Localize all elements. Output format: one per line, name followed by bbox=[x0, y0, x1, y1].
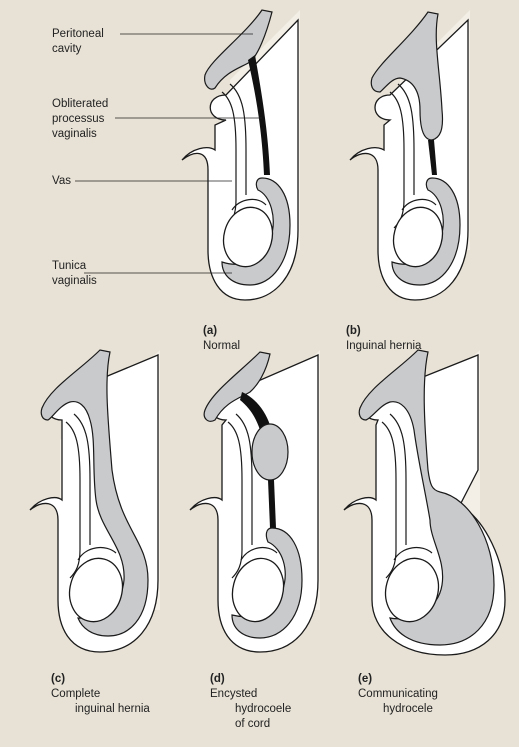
panel-a-normal bbox=[75, 9, 300, 301]
panel-c-complete-inguinal-hernia bbox=[29, 349, 160, 653]
hydrocele-hernia-diagram bbox=[29, 9, 506, 656]
caption-a: (a) Normal bbox=[203, 309, 240, 354]
label-tunica-vaginalis: Tunica vaginalis bbox=[52, 260, 97, 287]
caption-b-letter: (b) bbox=[346, 325, 361, 337]
caption-e-letter: (e) bbox=[358, 673, 373, 685]
caption-c: (c) Complete inguinal hernia bbox=[51, 657, 150, 732]
panel-d-encysted-hydrocoele bbox=[189, 350, 320, 653]
caption-b: (b) Inguinal hernia bbox=[346, 309, 421, 354]
label-obliterated-processus-vaginalis: Obliterated processus vaginalis bbox=[52, 98, 109, 140]
caption-c-extra: inguinal hernia bbox=[75, 703, 150, 715]
caption-e-extra: hydrocele bbox=[383, 703, 433, 715]
caption-d-letter: (d) bbox=[210, 673, 225, 685]
caption-c-text: Complete bbox=[51, 688, 101, 700]
label-vas: Vas bbox=[52, 175, 71, 187]
caption-d-text: Encysted bbox=[210, 688, 258, 700]
caption-d: (d) Encysted hydrocoele of cord bbox=[210, 657, 291, 747]
caption-d-extra: hydrocoele of cord bbox=[235, 703, 292, 730]
caption-a-text: Normal bbox=[203, 340, 241, 352]
caption-b-text: Inguinal hernia bbox=[346, 340, 422, 352]
caption-c-letter: (c) bbox=[51, 673, 66, 685]
panel-b-inguinal-hernia bbox=[349, 10, 470, 301]
label-peritoneal-cavity: Peritoneal cavity bbox=[52, 28, 104, 55]
panel-e-communicating-hydrocele bbox=[343, 349, 506, 656]
caption-e-text: Communicating bbox=[358, 688, 438, 700]
caption-e: (e) Communicating hydrocele bbox=[358, 657, 438, 732]
caption-a-letter: (a) bbox=[203, 325, 218, 337]
